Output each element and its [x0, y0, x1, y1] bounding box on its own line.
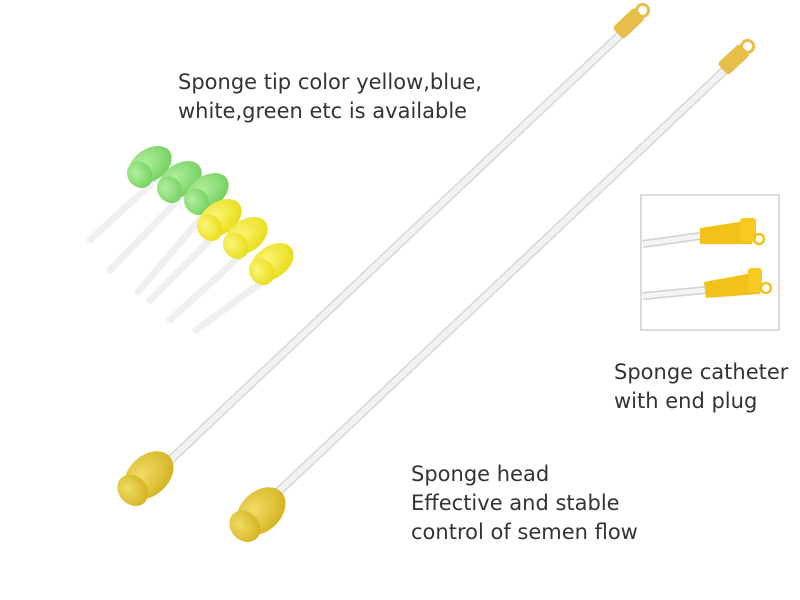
inset-catheter [642, 268, 773, 300]
end-plug [613, 2, 651, 39]
sponge-catheter-1 [117, 2, 651, 506]
caption-line: Sponge head [411, 462, 550, 486]
end-plug-inset [640, 194, 780, 331]
yellow-sponge-tip [248, 242, 294, 286]
sample-tips-group [86, 145, 294, 334]
caption-line: Sponge catheter [614, 360, 789, 384]
sponge-head [229, 487, 286, 542]
caption-line: with end plug [614, 389, 758, 413]
caption-line: Sponge tip color yellow,blue, [178, 70, 482, 94]
end-plug-caption: Sponge catheter with end plug [614, 358, 788, 416]
yellow-sponge-tip [196, 198, 242, 242]
inset-catheter [642, 218, 766, 248]
tip-colors-caption: Sponge tip color yellow,blue, white,gree… [178, 68, 482, 126]
sponge-head [117, 451, 174, 506]
sponge-head-caption: Sponge head Effective and stable control… [411, 460, 638, 547]
caption-line: control of semen flow [411, 520, 638, 544]
sponge-catheter-2 [229, 38, 756, 542]
green-sponge-tip [126, 145, 172, 189]
caption-line: Effective and stable [411, 491, 620, 515]
end-plug [718, 38, 756, 75]
caption-line: white,green etc is available [178, 99, 468, 123]
yellow-sponge-tip [222, 216, 268, 260]
